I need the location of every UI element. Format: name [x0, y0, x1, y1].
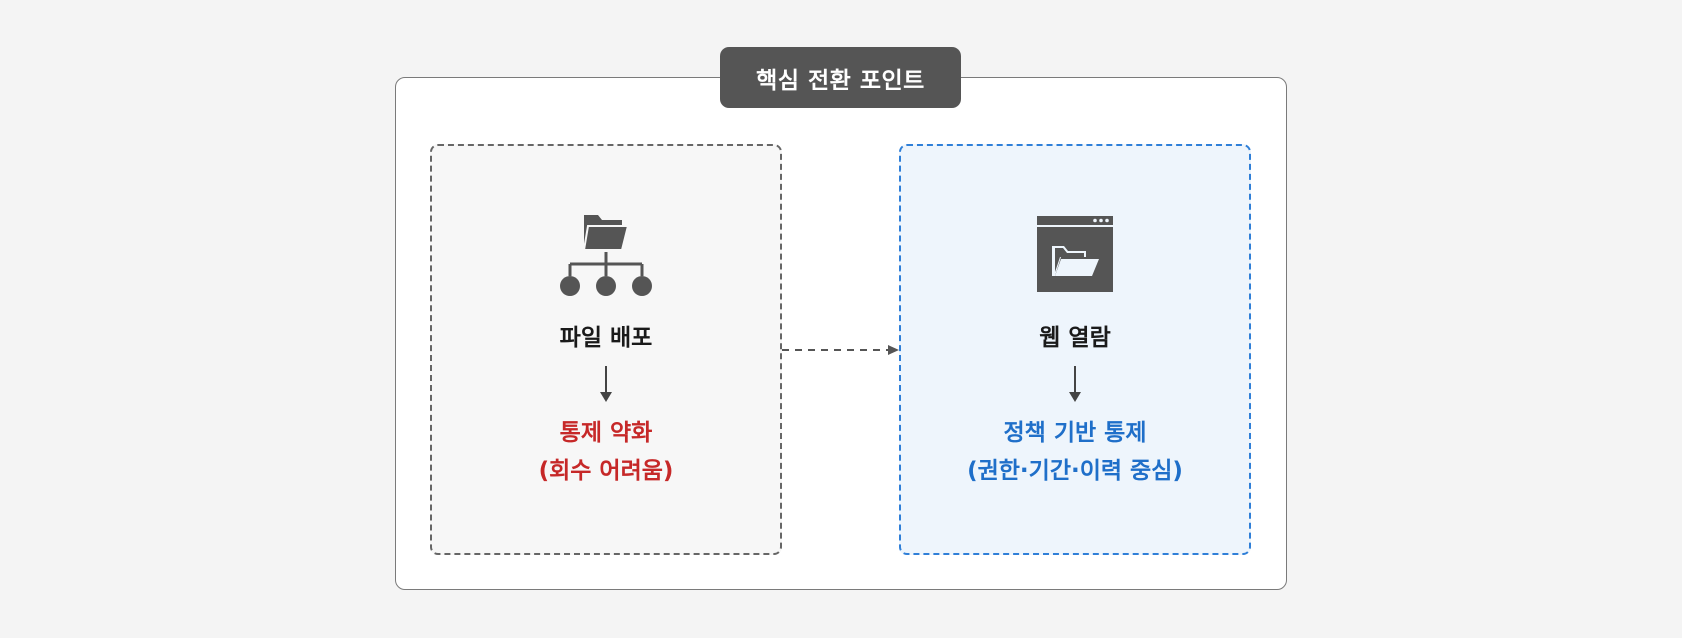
dashed-connector-arrow: [782, 342, 902, 362]
weak-control-result: 통제 약화 (회수 어려움): [432, 414, 780, 490]
result-line-2: (권한·기간·이력 중심): [967, 458, 1183, 484]
title-text: 핵심 전환 포인트: [756, 67, 925, 94]
file-distribution-panel: 파일 배포 통제 약화 (회수 어려움): [430, 144, 782, 555]
title-badge: 핵심 전환 포인트: [720, 47, 961, 108]
web-viewing-panel: 웹 열람 정책 기반 통제 (권한·기간·이력 중심): [899, 144, 1251, 555]
down-arrow-icon: [598, 364, 614, 408]
web-viewing-label: 웹 열람: [1039, 325, 1111, 351]
policy-control-result: 정책 기반 통제 (권한·기간·이력 중심): [901, 414, 1249, 490]
result-line-1: 통제 약화: [559, 420, 653, 446]
down-arrow-icon: [1067, 364, 1083, 408]
result-line-2: (회수 어려움): [538, 458, 674, 484]
result-line-1: 정책 기반 통제: [1003, 420, 1147, 446]
file-distribution-label: 파일 배포: [559, 325, 653, 351]
folder-hierarchy-icon: [558, 214, 654, 302]
browser-folder-icon: [1035, 214, 1115, 298]
